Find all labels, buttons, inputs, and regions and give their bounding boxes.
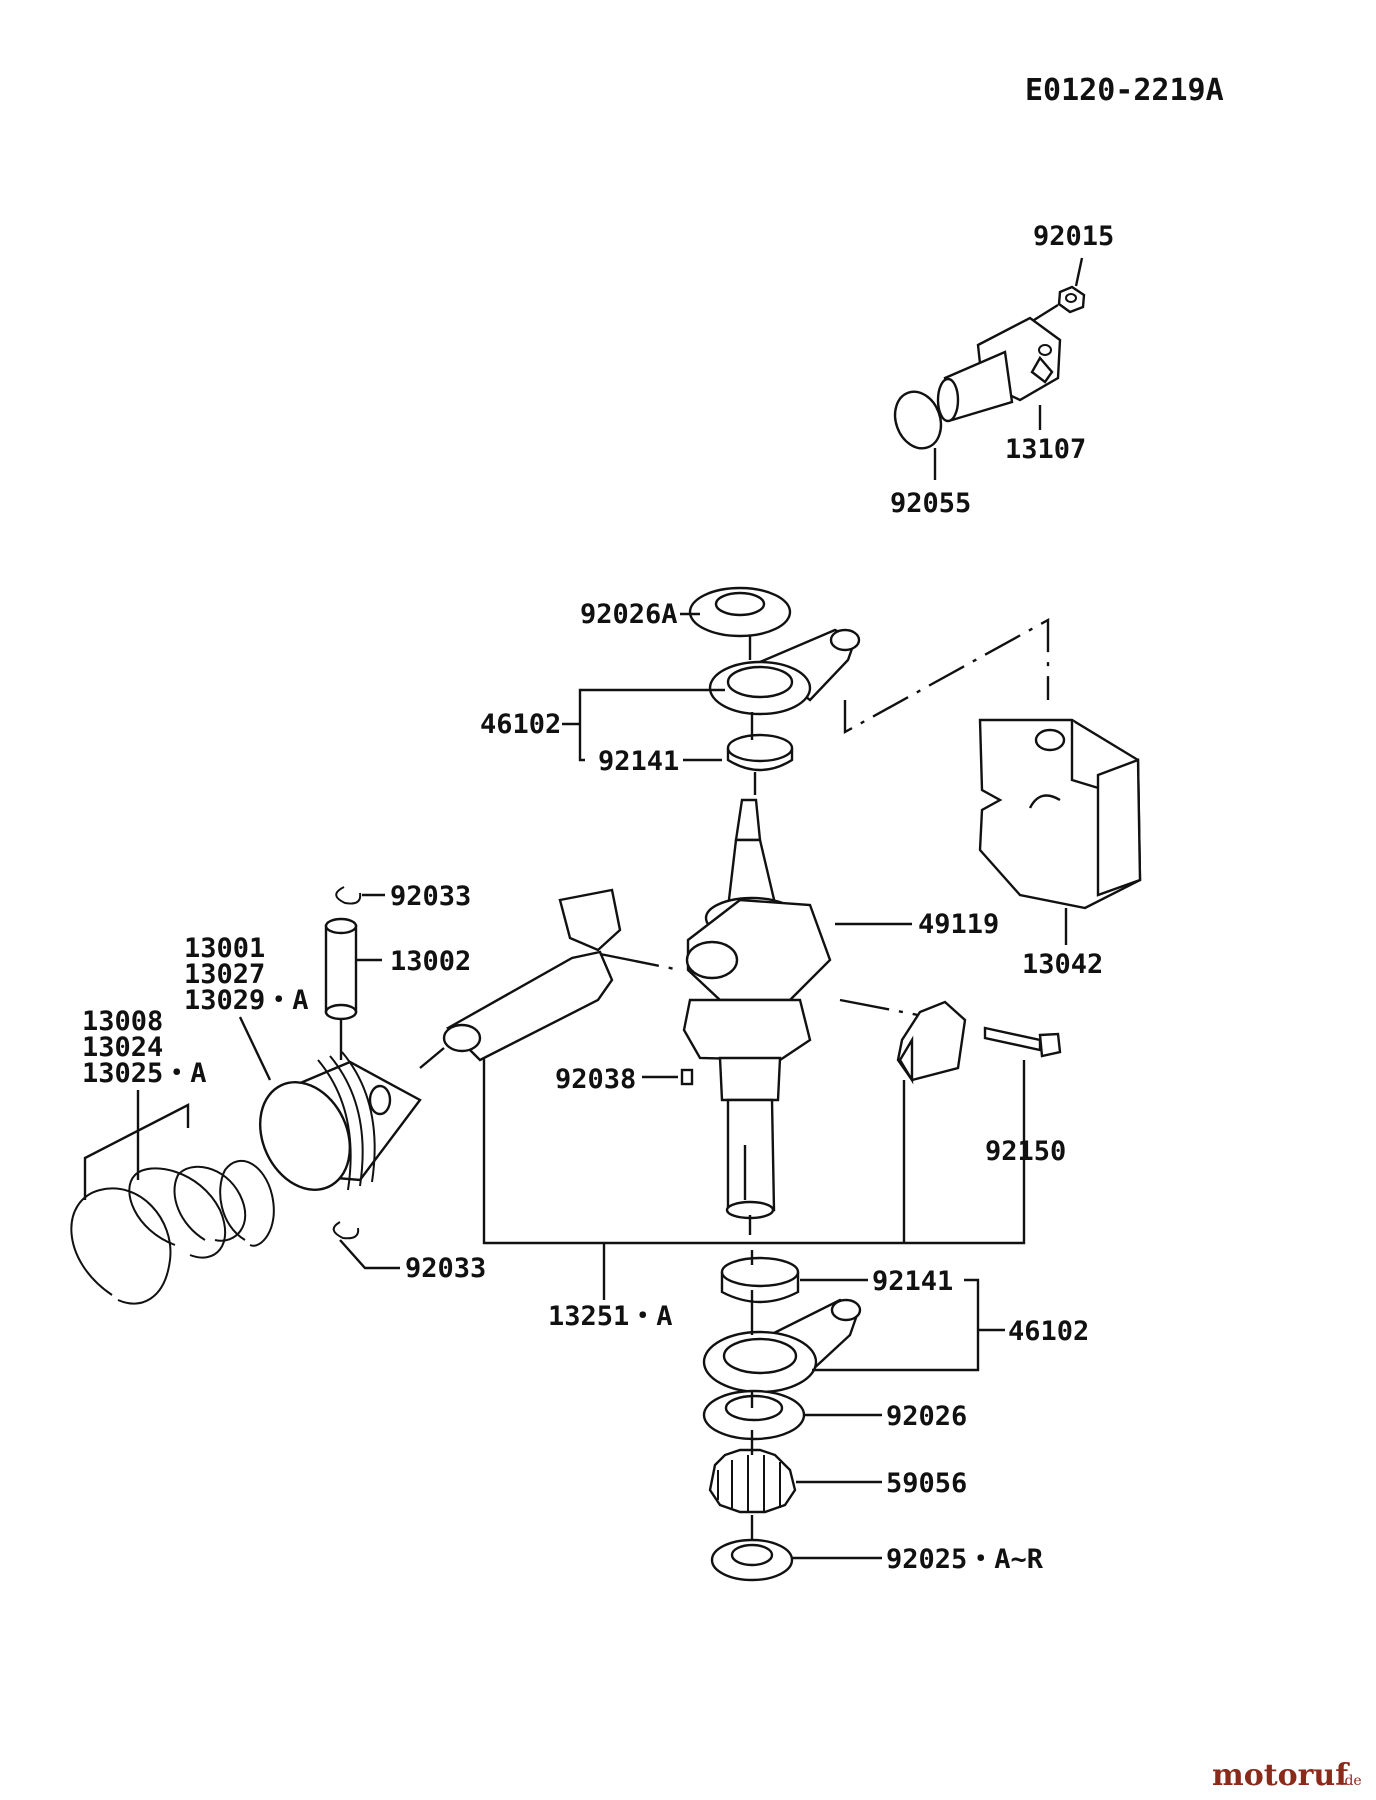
label-46102-bottom: 46102 <box>1008 1316 1089 1347</box>
piston-rings-13008 <box>70 1159 275 1305</box>
key-92038 <box>680 1068 694 1086</box>
svg-text:motoruf: motoruf <box>1212 1758 1350 1793</box>
crankcase-13042 <box>978 718 1142 910</box>
label-13251A: 13251・A <box>548 1301 673 1332</box>
balancer-weight-46102-bottom <box>702 1298 862 1394</box>
label-92141-top: 92141 <box>598 746 679 777</box>
label-49119: 49119 <box>918 909 999 940</box>
watermark-logo: motoruf .de <box>1212 1758 1362 1793</box>
label-92025: 92025・A~R <box>886 1544 1044 1575</box>
label-92033-top: 92033 <box>390 881 471 912</box>
label-13029A: 13029・A <box>184 985 309 1016</box>
label-92026A: 92026A <box>580 599 678 630</box>
bolt-92150 <box>983 1026 1062 1058</box>
label-13008: 13008 <box>82 1006 163 1037</box>
bearing-92141-bottom <box>720 1256 800 1304</box>
governor-shaft-13107 <box>936 316 1062 423</box>
label-13027: 13027 <box>184 959 265 990</box>
label-92038: 92038 <box>555 1064 636 1095</box>
washer-92025 <box>710 1538 794 1582</box>
label-59056: 59056 <box>886 1468 967 1499</box>
label-13025A: 13025・A <box>82 1058 207 1089</box>
connecting-rod-13251A <box>442 888 622 1062</box>
washer-92026 <box>702 1389 806 1441</box>
label-92026: 92026 <box>886 1401 967 1432</box>
balancer-weight-46102-top <box>708 628 861 716</box>
nut-92015 <box>1057 285 1086 314</box>
label-13107: 13107 <box>1005 434 1086 465</box>
bearing-92141-top <box>726 733 794 772</box>
crankshaft-49119 <box>682 798 832 1220</box>
piston-13001 <box>258 1051 422 1191</box>
label-92150: 92150 <box>985 1136 1066 1167</box>
label-92141-bottom: 92141 <box>872 1266 953 1297</box>
label-13042: 13042 <box>1022 949 1103 980</box>
label-46102-top: 46102 <box>480 709 561 740</box>
svg-text:.de: .de <box>1340 1773 1362 1789</box>
washer-92026A <box>688 586 792 638</box>
diagram-code: E0120-2219A <box>1025 73 1224 108</box>
gear-59056 <box>708 1448 797 1514</box>
rod-cap <box>896 1000 967 1085</box>
label-13001: 13001 <box>184 933 265 964</box>
oring-92055 <box>893 390 943 450</box>
piston-pin-13002 <box>324 917 358 1021</box>
label-92033-bottom: 92033 <box>405 1253 486 1284</box>
clip-92033-bottom <box>332 1221 360 1240</box>
label-13024: 13024 <box>82 1032 163 1063</box>
clip-92033-top <box>335 886 362 905</box>
label-92015: 92015 <box>1033 221 1114 252</box>
label-92055: 92055 <box>890 488 971 519</box>
label-13002: 13002 <box>390 946 471 977</box>
